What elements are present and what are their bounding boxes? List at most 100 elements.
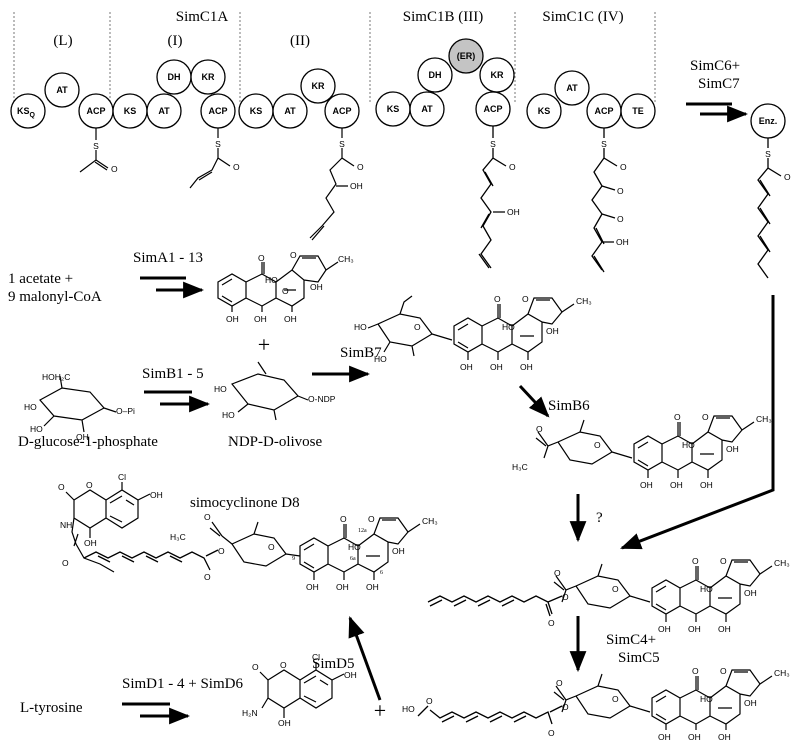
domain-kr-label: KR — [491, 70, 504, 80]
hydroxyl-group: OH — [344, 670, 357, 680]
hydroxyl-group: OH — [254, 314, 267, 324]
hydroxyl-group: OH — [640, 480, 653, 490]
reaction-arrow — [620, 295, 775, 550]
module-2-label: (II) — [290, 33, 310, 49]
plus-sign: + — [258, 332, 270, 357]
sulfur-atom: S — [601, 139, 607, 149]
double-arrow — [122, 704, 188, 716]
oxygen-atom: O — [692, 666, 699, 676]
domain-dh-label: DH — [429, 70, 442, 80]
step-simc6-simc7: SimC6+ SimC7 — [686, 58, 746, 114]
methyl-group: CH₃ — [576, 296, 592, 306]
tyrosine-label: L-tyrosine — [20, 700, 83, 716]
phosphate-group: O–Pi — [116, 406, 135, 416]
oxygen-atom: O — [252, 662, 259, 672]
aminocoumarin-formation: L-tyrosine SimD1 - 4 + SimD6 O O Cl OH H… — [20, 652, 386, 728]
hydroxyl-group: OH — [700, 480, 713, 490]
sugar-formation: HOH₂C HO HO OH O–Pi D-glucose-1-phosphat… — [18, 345, 382, 450]
methyl-group: CH₃ — [422, 516, 438, 526]
hydroxyl-group: OH — [392, 546, 405, 556]
domain-te — [620, 93, 656, 129]
oxygen-atom: O — [674, 412, 681, 422]
olivose-label: NDP-D-olivose — [228, 434, 323, 450]
oxygen-atom: O — [617, 186, 624, 196]
domain-at — [146, 93, 182, 129]
sulfur-atom: S — [490, 139, 496, 149]
position-label: 6a — [350, 556, 356, 562]
plus-sign: + — [374, 698, 386, 723]
domain-kr — [300, 68, 336, 104]
hydroxyl-group: HO — [214, 384, 227, 394]
hydroxyl-group: OH — [366, 582, 379, 592]
oxygen-atom: O — [282, 286, 289, 296]
oxygen-atom: O — [720, 666, 727, 676]
position-label: 12a — [358, 528, 367, 534]
pks-modules: SimC1A SimC1B (III) SimC1C (IV) (L) (I) … — [13, 9, 656, 102]
domain-er — [448, 38, 484, 74]
chlorine-atom: Cl — [312, 652, 320, 662]
oxygen-atom: O — [554, 568, 561, 578]
domain-ksq-label: KSQ — [17, 106, 36, 119]
acp-intermediates: S O S O S O OH S O OH S O O O OH S O — [79, 126, 791, 279]
domain-ks-label: KS — [538, 106, 551, 116]
hydroxyl-group: HO — [24, 402, 37, 412]
hydroxyl-group: OH — [616, 237, 629, 247]
domain-enz-label: Enz. — [759, 116, 778, 126]
hydroxyl-group: OH — [688, 624, 701, 634]
product-label: simocyclinone D8 — [190, 495, 300, 511]
hydroxyl-group: OH — [278, 718, 291, 728]
sulfur-atom: S — [765, 149, 771, 159]
hydroxyl-group: OH — [726, 444, 739, 454]
domain-kr-label: KR — [312, 81, 325, 91]
methyl-group: H₃C — [512, 462, 528, 472]
hydroxyl-group: HO — [30, 424, 43, 434]
hydroxyl-group: HO — [682, 440, 695, 450]
hydroxyl-group: OH — [310, 282, 323, 292]
oxygen-atom: O — [594, 440, 601, 450]
methyl-group: CH₃ — [756, 414, 772, 424]
tetraene-ester-intermediate: O O O O O O CH₃ HO OH OH OH OH — [427, 556, 790, 634]
chlorine-atom: Cl — [118, 472, 126, 482]
precursor-label-1: 1 acetate + — [8, 271, 73, 287]
hydroxyl-group: HO — [700, 584, 713, 594]
hydroxyl-group: HO — [348, 542, 361, 552]
domain-acp-label: ACP — [594, 106, 613, 116]
enzyme-simc7-label: SimC7 — [698, 76, 740, 92]
hydroxyl-group: OH — [670, 480, 683, 490]
module-1-label: (I) — [168, 33, 183, 49]
double-arrow — [686, 104, 746, 114]
domain-at-label: AT — [284, 106, 296, 116]
enzyme-simd-label: SimD1 - 4 + SimD6 — [122, 676, 243, 692]
oxygen-atom: O — [612, 694, 619, 704]
hydroxyl-group: HO — [374, 354, 387, 364]
hydroxyl-group: OH — [688, 732, 701, 742]
oxygen-atom: O — [290, 250, 297, 260]
domain-acp-label: ACP — [86, 106, 105, 116]
domain-te-label: TE — [632, 106, 644, 116]
hydroxyl-group: OH — [718, 624, 731, 634]
domain-dh-label: DH — [168, 72, 181, 82]
hydroxyl-group: OH — [490, 362, 503, 372]
enzyme-simb7-label: SimB7 — [340, 345, 382, 361]
step-simc4-simc5: SimC4+ SimC5 — [569, 616, 660, 673]
glycosylated-intermediate: HO HO O O O CH₃ HO OH OH OH OH — [354, 294, 592, 372]
step-simb6: SimB6 — [518, 384, 590, 418]
domain-at — [272, 93, 308, 129]
hydroxyl-group: HO — [700, 694, 713, 704]
oxygen-atom: O — [204, 572, 211, 582]
oxygen-atom: O — [784, 172, 791, 182]
oxygen-atom: O — [548, 618, 555, 628]
hydroxyl-group: OH — [546, 326, 559, 336]
oxygen-atom: O — [548, 728, 555, 738]
reaction-arrow — [518, 384, 550, 418]
enzyme-sima-label: SimA1 - 13 — [133, 250, 203, 266]
oxygen-atom: O — [111, 164, 118, 174]
oxygen-atom: O — [340, 514, 347, 524]
hydroxyl-group: OH — [226, 314, 239, 324]
domain-acp-label: ACP — [332, 106, 351, 116]
enzyme-simc4-label: SimC4+ — [606, 632, 656, 648]
oxygen-atom: O — [720, 556, 727, 566]
oxygen-atom: O — [86, 480, 93, 490]
unknown-step-label: ? — [596, 510, 603, 526]
glucose-label: D-glucose-1-phosphate — [18, 434, 158, 450]
